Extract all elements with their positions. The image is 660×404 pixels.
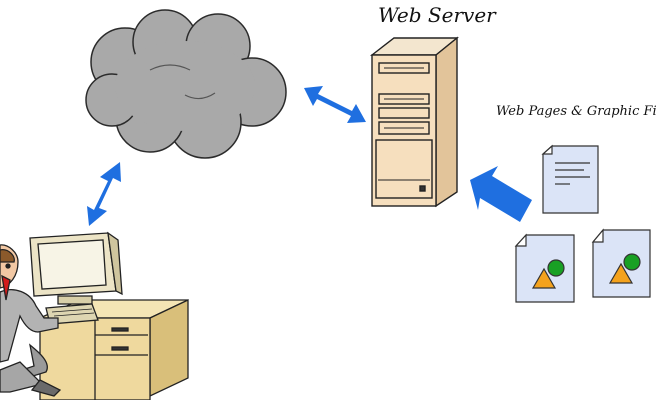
web-server-title: Web Server	[378, 3, 496, 27]
web-pages-label: Web Pages & Graphic Fi	[496, 104, 657, 119]
upload-arrow-icon	[470, 166, 532, 222]
workstation-icon	[0, 231, 189, 401]
double-arrow-icon	[87, 162, 121, 226]
document-icon	[541, 144, 599, 214]
image-file-icon	[514, 233, 575, 303]
server-icon	[369, 36, 459, 208]
cloud-icon	[85, 9, 287, 159]
image-file-icon	[591, 228, 651, 298]
double-arrow-icon	[304, 86, 366, 123]
